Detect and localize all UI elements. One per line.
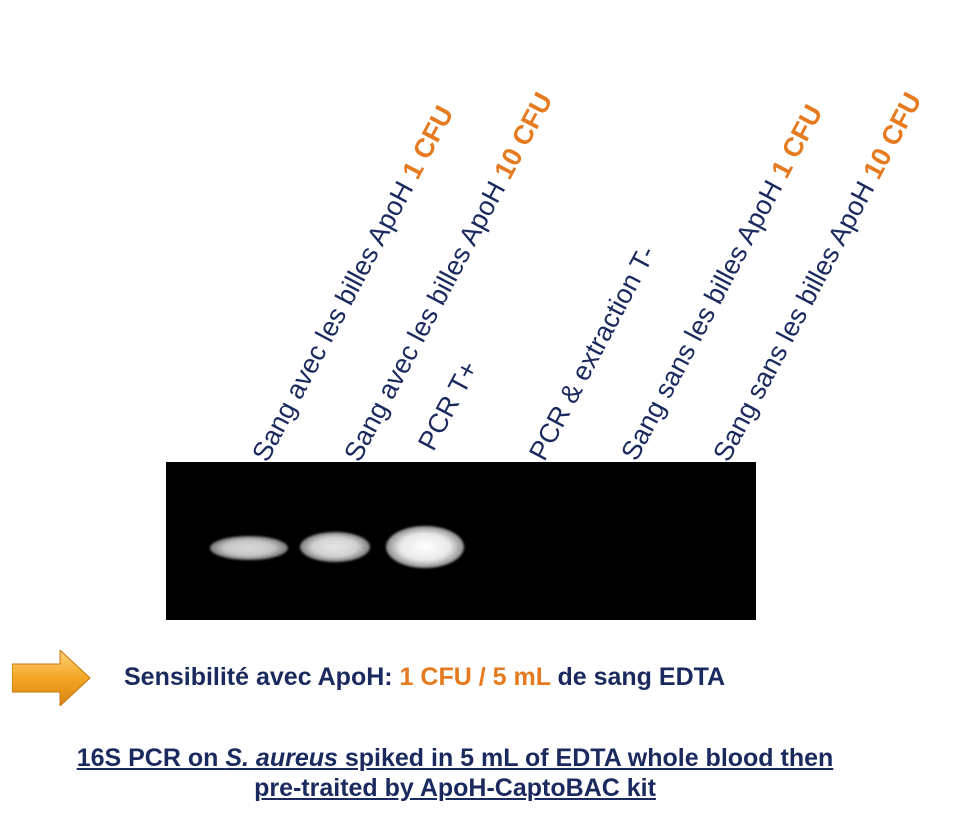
- caption-part2: spiked in 5 mL of EDTA whole blood then: [337, 744, 834, 772]
- sensitivity-value2: 5 mL: [492, 663, 551, 691]
- figure-caption: 16S PCR on S. aureus spiked in 5 mL of E…: [0, 743, 910, 803]
- sensitivity-sep: /: [471, 663, 493, 691]
- band-lane-3: [386, 526, 464, 568]
- gel-image: [166, 462, 756, 620]
- band-lane-1: [210, 536, 288, 560]
- caption-part1: 16S PCR on: [76, 744, 226, 772]
- lane-label-6-text: Sang sans les billes ApoH: [707, 169, 884, 467]
- sensitivity-value1: 1 CFU: [399, 663, 472, 691]
- sensitivity-prefix: Sensibilité avec ApoH:: [124, 663, 400, 691]
- lane-label-1-text: Sang avec les billes ApoH: [246, 169, 423, 467]
- lane-label-3: PCR T+: [412, 356, 484, 456]
- band-lane-2: [300, 532, 370, 562]
- caption-line-2: pre-traited by ApoH-CaptoBAC kit: [254, 774, 656, 802]
- lane-label-5-cfu: 1 CFU: [765, 99, 829, 183]
- sensitivity-suffix: de sang EDTA: [550, 663, 726, 691]
- arrow-right-icon: [12, 650, 91, 706]
- caption-line-1: 16S PCR on S. aureus spiked in 5 mL of E…: [0, 743, 910, 773]
- lane-label-5-text: Sang sans les billes ApoH: [615, 168, 792, 466]
- caption-species: S. aureus: [225, 744, 338, 772]
- lane-label-6-cfu: 10 CFU: [857, 87, 928, 184]
- lane-label-1-cfu: 1 CFU: [396, 100, 460, 184]
- lane-label-2-cfu: 10 CFU: [488, 87, 559, 184]
- lane-label-3-text: PCR T+: [412, 356, 484, 456]
- sensitivity-statement: Sensibilité avec ApoH: 1 CFU / 5 mL de s…: [124, 663, 725, 692]
